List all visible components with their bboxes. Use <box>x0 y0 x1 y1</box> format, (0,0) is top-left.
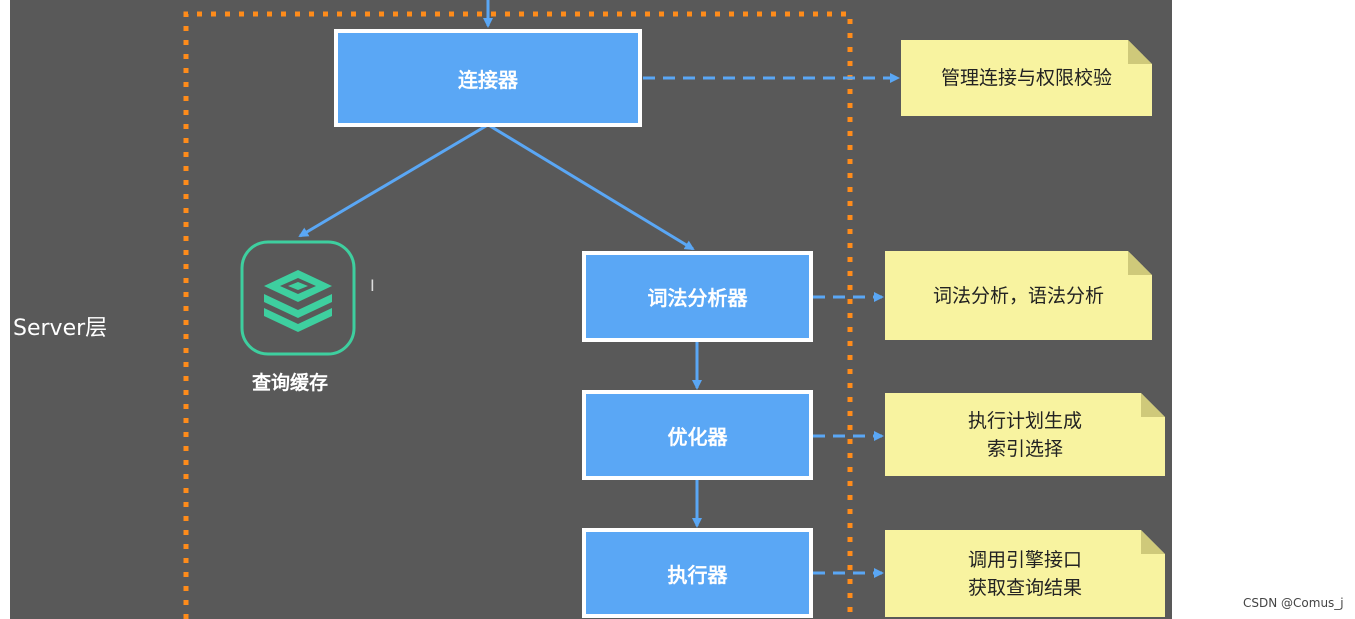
server-layer-label: Server层 <box>13 316 108 341</box>
text-cursor-icon: I <box>370 276 375 295</box>
executor-note-line-2: 获取查询结果 <box>967 576 1082 599</box>
server-layer-boundary <box>183 11 853 619</box>
arrow-connector-to-lexer <box>489 124 695 251</box>
watermark: CSDN @Comus_j <box>1243 596 1344 610</box>
connector-note: 管理连接与权限校验 <box>901 40 1152 116</box>
executor-label: 执行器 <box>667 562 728 587</box>
left-margin <box>0 0 10 619</box>
query-cache-label: 查询缓存 <box>252 372 329 394</box>
connector-box: 连接器 <box>334 29 642 127</box>
lexer-label: 词法分析器 <box>647 286 748 310</box>
lexer-note-line-1: 词法分析，语法分析 <box>932 284 1104 307</box>
optimizer-box: 优化器 <box>582 390 813 480</box>
lexer-note: 词法分析，语法分析 <box>885 251 1152 340</box>
connector-label: 连接器 <box>458 67 518 92</box>
optimizer-label: 优化器 <box>667 424 728 449</box>
optimizer-note: 执行计划生成 索引选择 <box>885 393 1165 476</box>
connector-note-line-1: 管理连接与权限校验 <box>940 67 1112 89</box>
stacked-layers-icon <box>240 240 356 356</box>
arrow-connector-to-cache <box>298 124 487 238</box>
executor-note-line-1: 调用引擎接口 <box>967 548 1082 571</box>
executor-box: 执行器 <box>582 528 813 618</box>
executor-note: 调用引擎接口 获取查询结果 <box>885 530 1165 617</box>
optimizer-note-line-1: 执行计划生成 <box>967 409 1082 432</box>
lexer-box: 词法分析器 <box>582 251 813 342</box>
optimizer-note-line-2: 索引选择 <box>986 437 1063 460</box>
